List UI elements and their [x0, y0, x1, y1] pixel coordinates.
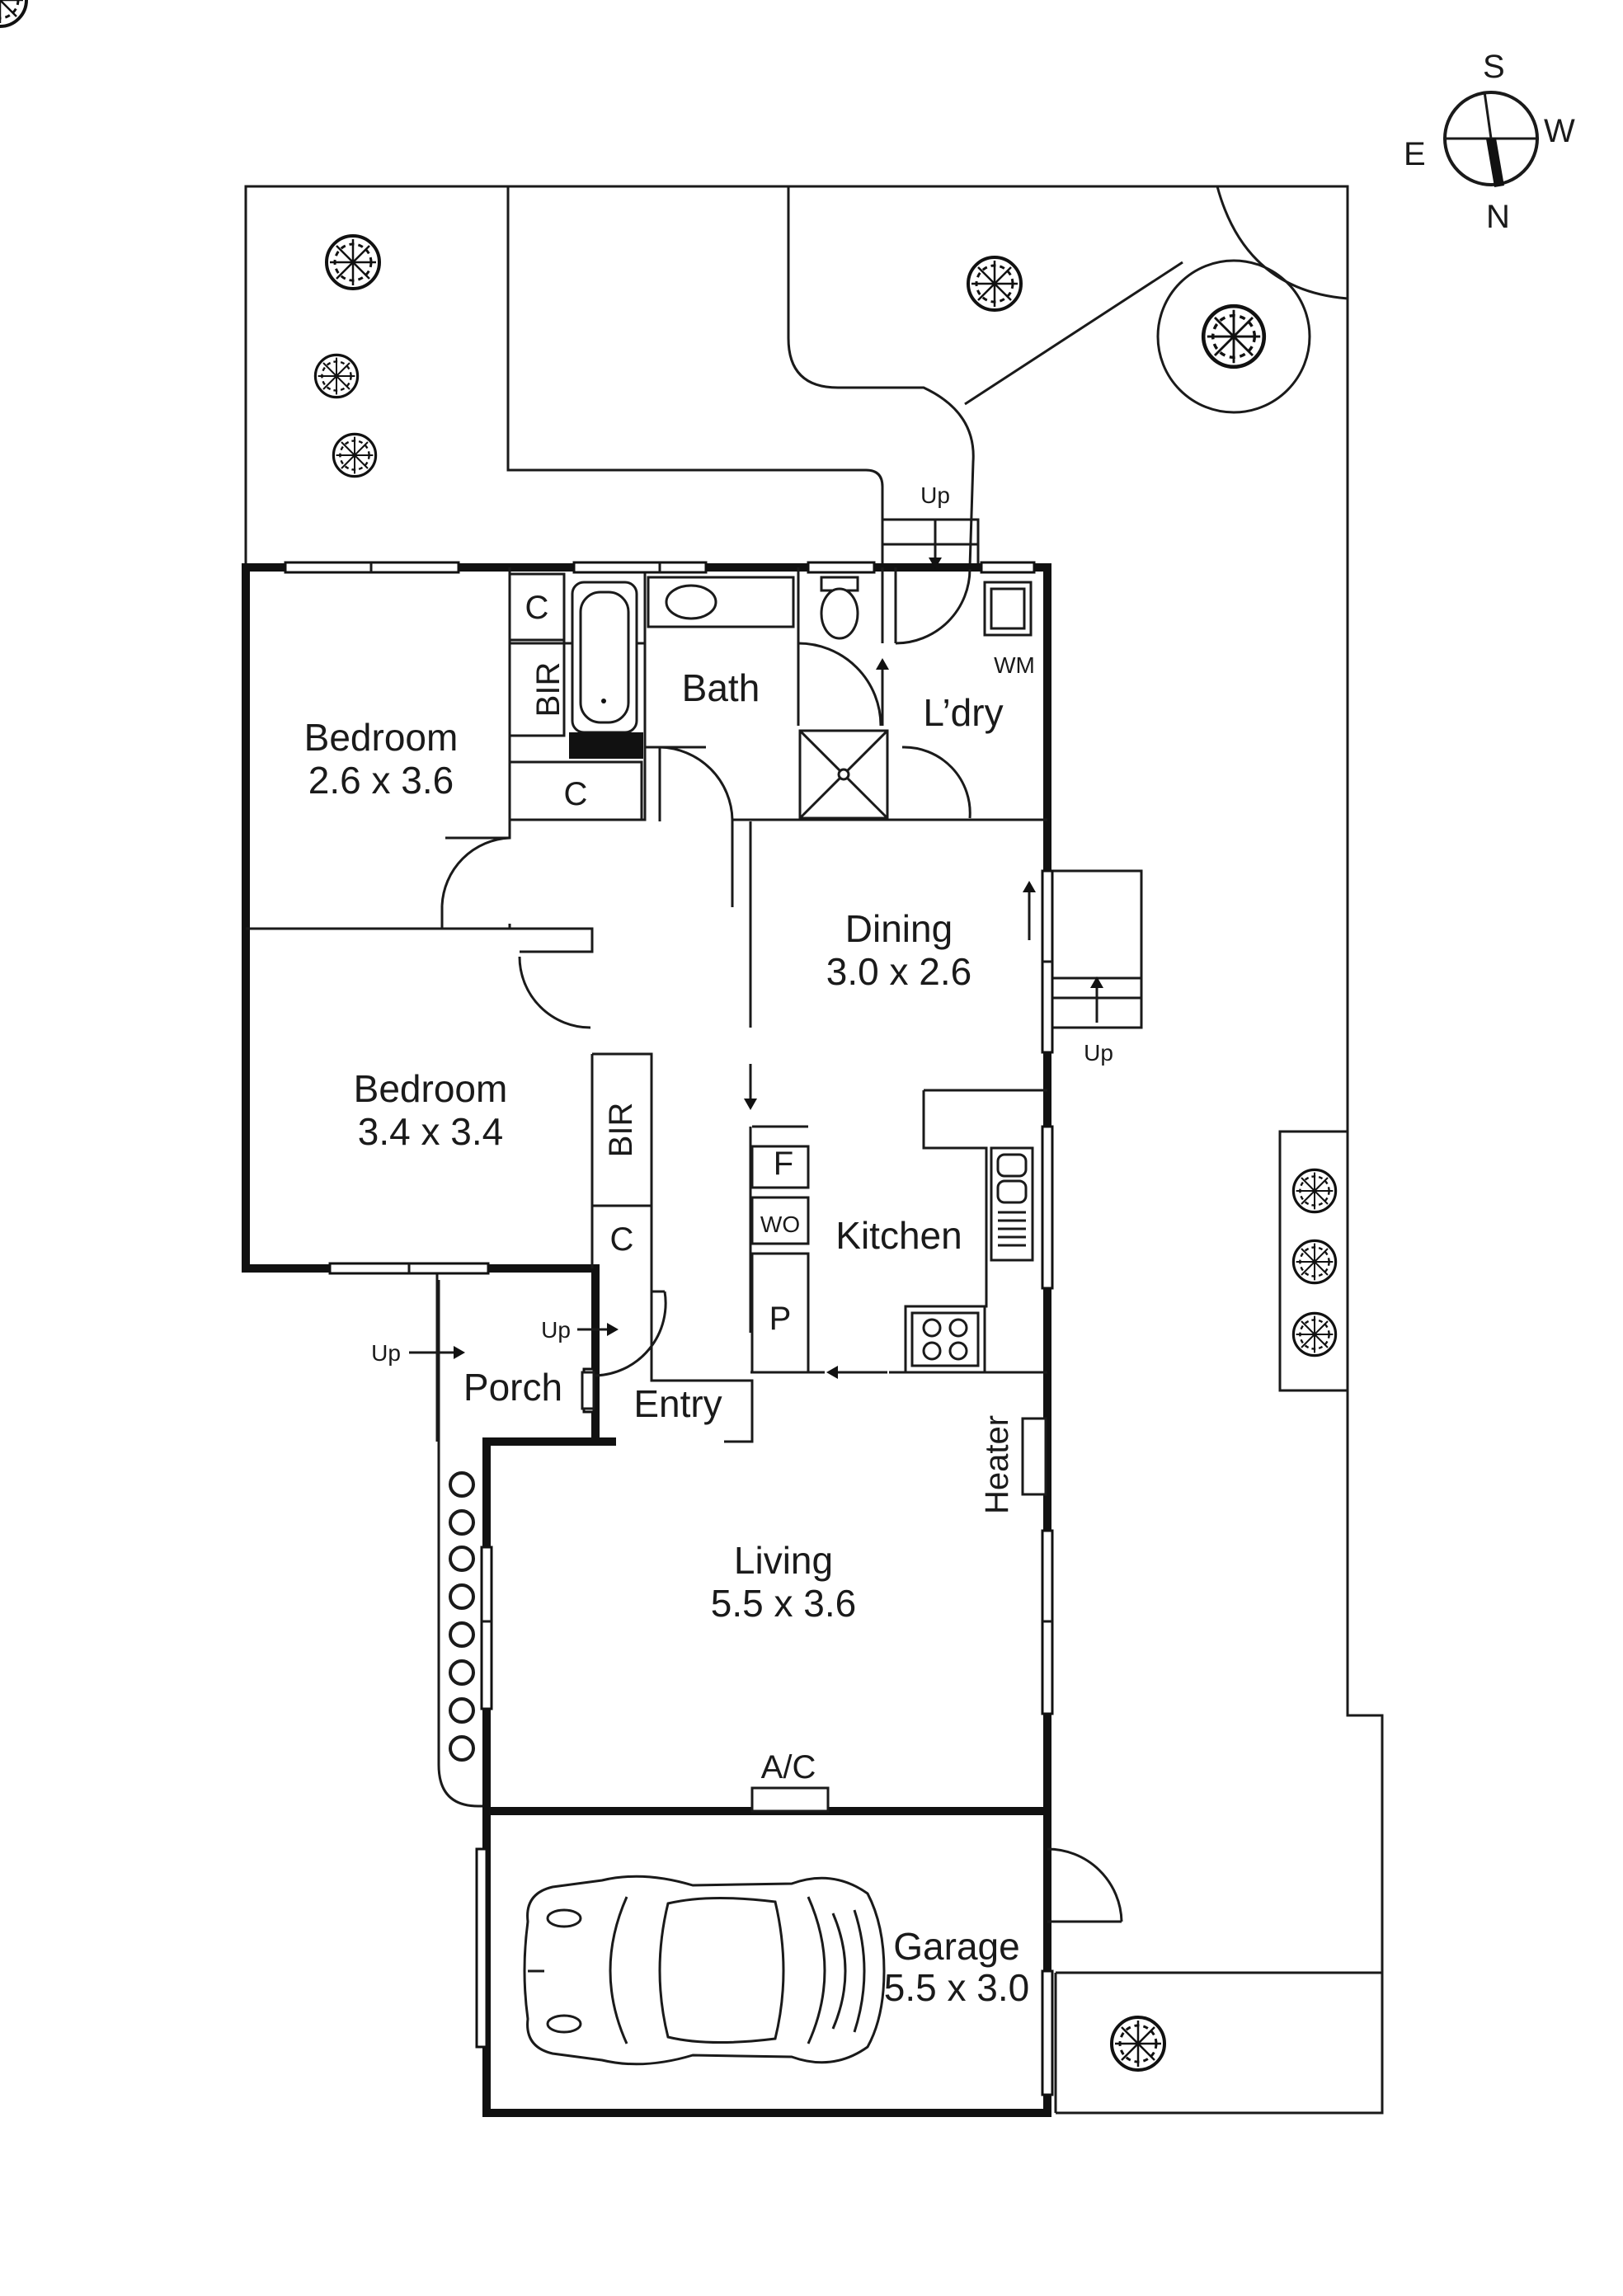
entry-name: Entry: [633, 1382, 722, 1425]
dining-name: Dining: [845, 907, 953, 950]
site-boundary: [244, 185, 1384, 2115]
bedroom2-name: Bedroom: [354, 1067, 508, 1110]
cupboard-label-3: C: [610, 1221, 634, 1258]
cupboard-label-2: C: [564, 776, 588, 812]
arrows: [409, 520, 1103, 1379]
fridge-label: F: [774, 1146, 793, 1182]
windows: [284, 561, 1054, 2096]
bedroom1-size: 2.6 x 3.6: [308, 759, 454, 802]
porch-name: Porch: [463, 1366, 562, 1409]
shrub-row: [449, 1471, 475, 1762]
washing-machine-label: WM: [994, 652, 1035, 678]
heater: [1021, 1417, 1047, 1496]
compass-e: E: [1404, 136, 1426, 172]
living-name: Living: [734, 1539, 833, 1582]
toilet-icon: [820, 576, 859, 640]
up-label-2: Up: [1084, 1040, 1113, 1066]
ac-label: A/C: [761, 1749, 816, 1786]
compass: S W E N: [1404, 49, 1575, 235]
tree-icon: [0, 0, 28, 28]
pantry-label: P: [769, 1301, 792, 1337]
up-label-4: Up: [371, 1340, 401, 1366]
living-size: 5.5 x 3.6: [711, 1582, 856, 1625]
cupboard-label-1: C: [525, 590, 549, 626]
bir-label-1: BIR: [530, 662, 567, 718]
kitchen-name: Kitchen: [835, 1214, 962, 1257]
trees: [0, 0, 1338, 2072]
bedroom2-size: 3.4 x 3.4: [358, 1110, 503, 1153]
room-labels: Bedroom 2.6 x 3.6 Bedroom 3.4 x 3.4 Bath…: [304, 666, 1030, 2009]
garage-size: 5.5 x 3.0: [884, 1966, 1029, 2009]
compass-n: N: [1486, 199, 1510, 235]
car-icon: [523, 1875, 886, 2066]
bedroom1-name: Bedroom: [304, 716, 459, 759]
bir-label-2: BIR: [603, 1103, 639, 1158]
garage-name: Garage: [893, 1925, 1019, 1968]
air-conditioner: [750, 1786, 830, 1813]
laundry-name: L’dry: [923, 691, 1003, 734]
heater-label: Heater: [979, 1415, 1015, 1514]
door-swings: [440, 568, 1123, 1923]
compass-w: W: [1544, 113, 1575, 149]
fixtures: [508, 572, 1047, 1813]
compass-s: S: [1483, 49, 1505, 85]
fixture-labels: C C C BIR BIR WM F WO P Heater A/C Up Up…: [371, 482, 1113, 1786]
shower-icon: [798, 729, 889, 820]
up-label-1: Up: [920, 482, 950, 508]
dining-size: 3.0 x 2.6: [826, 950, 971, 993]
up-label-3: Up: [541, 1317, 571, 1343]
sink-icon: [990, 1146, 1034, 1262]
cooktop-icon: [904, 1305, 986, 1374]
basin: [665, 584, 717, 620]
wall-oven-label: WO: [760, 1212, 800, 1237]
bath-name: Bath: [682, 666, 760, 709]
